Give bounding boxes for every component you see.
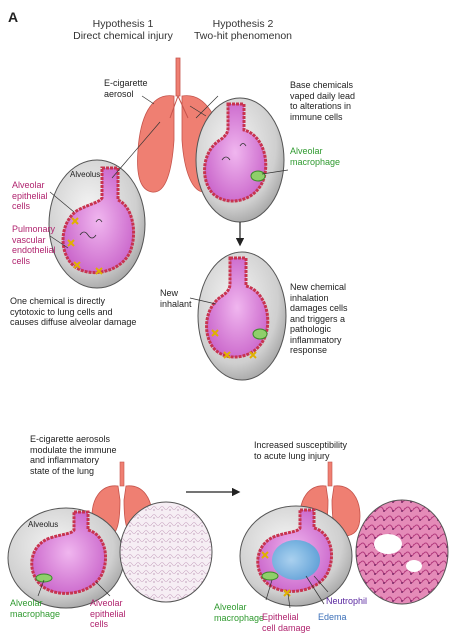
one-chemical-label: One chemical is directly cytotoxic to lu… <box>10 296 136 328</box>
sphere-h2-a <box>196 98 284 222</box>
histology-injured <box>356 500 448 604</box>
edema-label: Edema <box>318 612 347 623</box>
alveolar-epithelial-bl-label: Alveolar epithelial cells <box>90 598 126 630</box>
alveolar-macrophage-top-label: Alveolar macrophage <box>290 146 340 167</box>
panel-label: A <box>8 10 18 24</box>
hypothesis1-subtitle: Direct chemical injury <box>68 30 178 42</box>
alveolus-bottom-label: Alveolus <box>28 520 58 531</box>
new-inhalant-label: New inhalant <box>160 288 192 309</box>
hypothesis1-title: Hypothesis 1 <box>68 18 178 30</box>
ecig-modulate-label: E-cigarette aerosols modulate the immune… <box>30 434 117 476</box>
alveolus-top-label: Alveolus <box>70 170 100 181</box>
hypothesis2-subtitle: Two-hit phenomenon <box>188 30 298 42</box>
new-chemical-label: New chemical inhalation damages cells an… <box>290 282 348 356</box>
ecig-aerosol-label: E-cigarette aerosol <box>104 78 148 99</box>
epithelial-damage-label: Epithelial cell damage <box>262 612 311 633</box>
left-lung-top <box>138 96 174 192</box>
pulmonary-endothelial-label: Pulmonary vascular endothelial cells <box>12 224 56 266</box>
sphere-h2-b <box>198 252 286 380</box>
base-chemicals-label: Base chemicals vaped daily lead to alter… <box>290 80 355 122</box>
edema-area <box>272 540 320 580</box>
hypothesis2-title: Hypothesis 2 <box>188 18 298 30</box>
macrophage-h2-a <box>251 171 265 181</box>
sphere-bottom-right <box>240 506 352 606</box>
histology-normal <box>120 502 212 602</box>
neutrophil-label: Neutrophil <box>326 596 367 607</box>
increased-susceptibility-label: Increased susceptibility to acute lung i… <box>254 440 347 461</box>
alveolar-macrophage-br-label: Alveolar macrophage <box>214 602 264 623</box>
alveolar-epithelial-top-label: Alveolar epithelial cells <box>12 180 48 212</box>
alveolar-macrophage-bl-label: Alveolar macrophage <box>10 598 60 619</box>
trachea-top <box>176 58 180 96</box>
